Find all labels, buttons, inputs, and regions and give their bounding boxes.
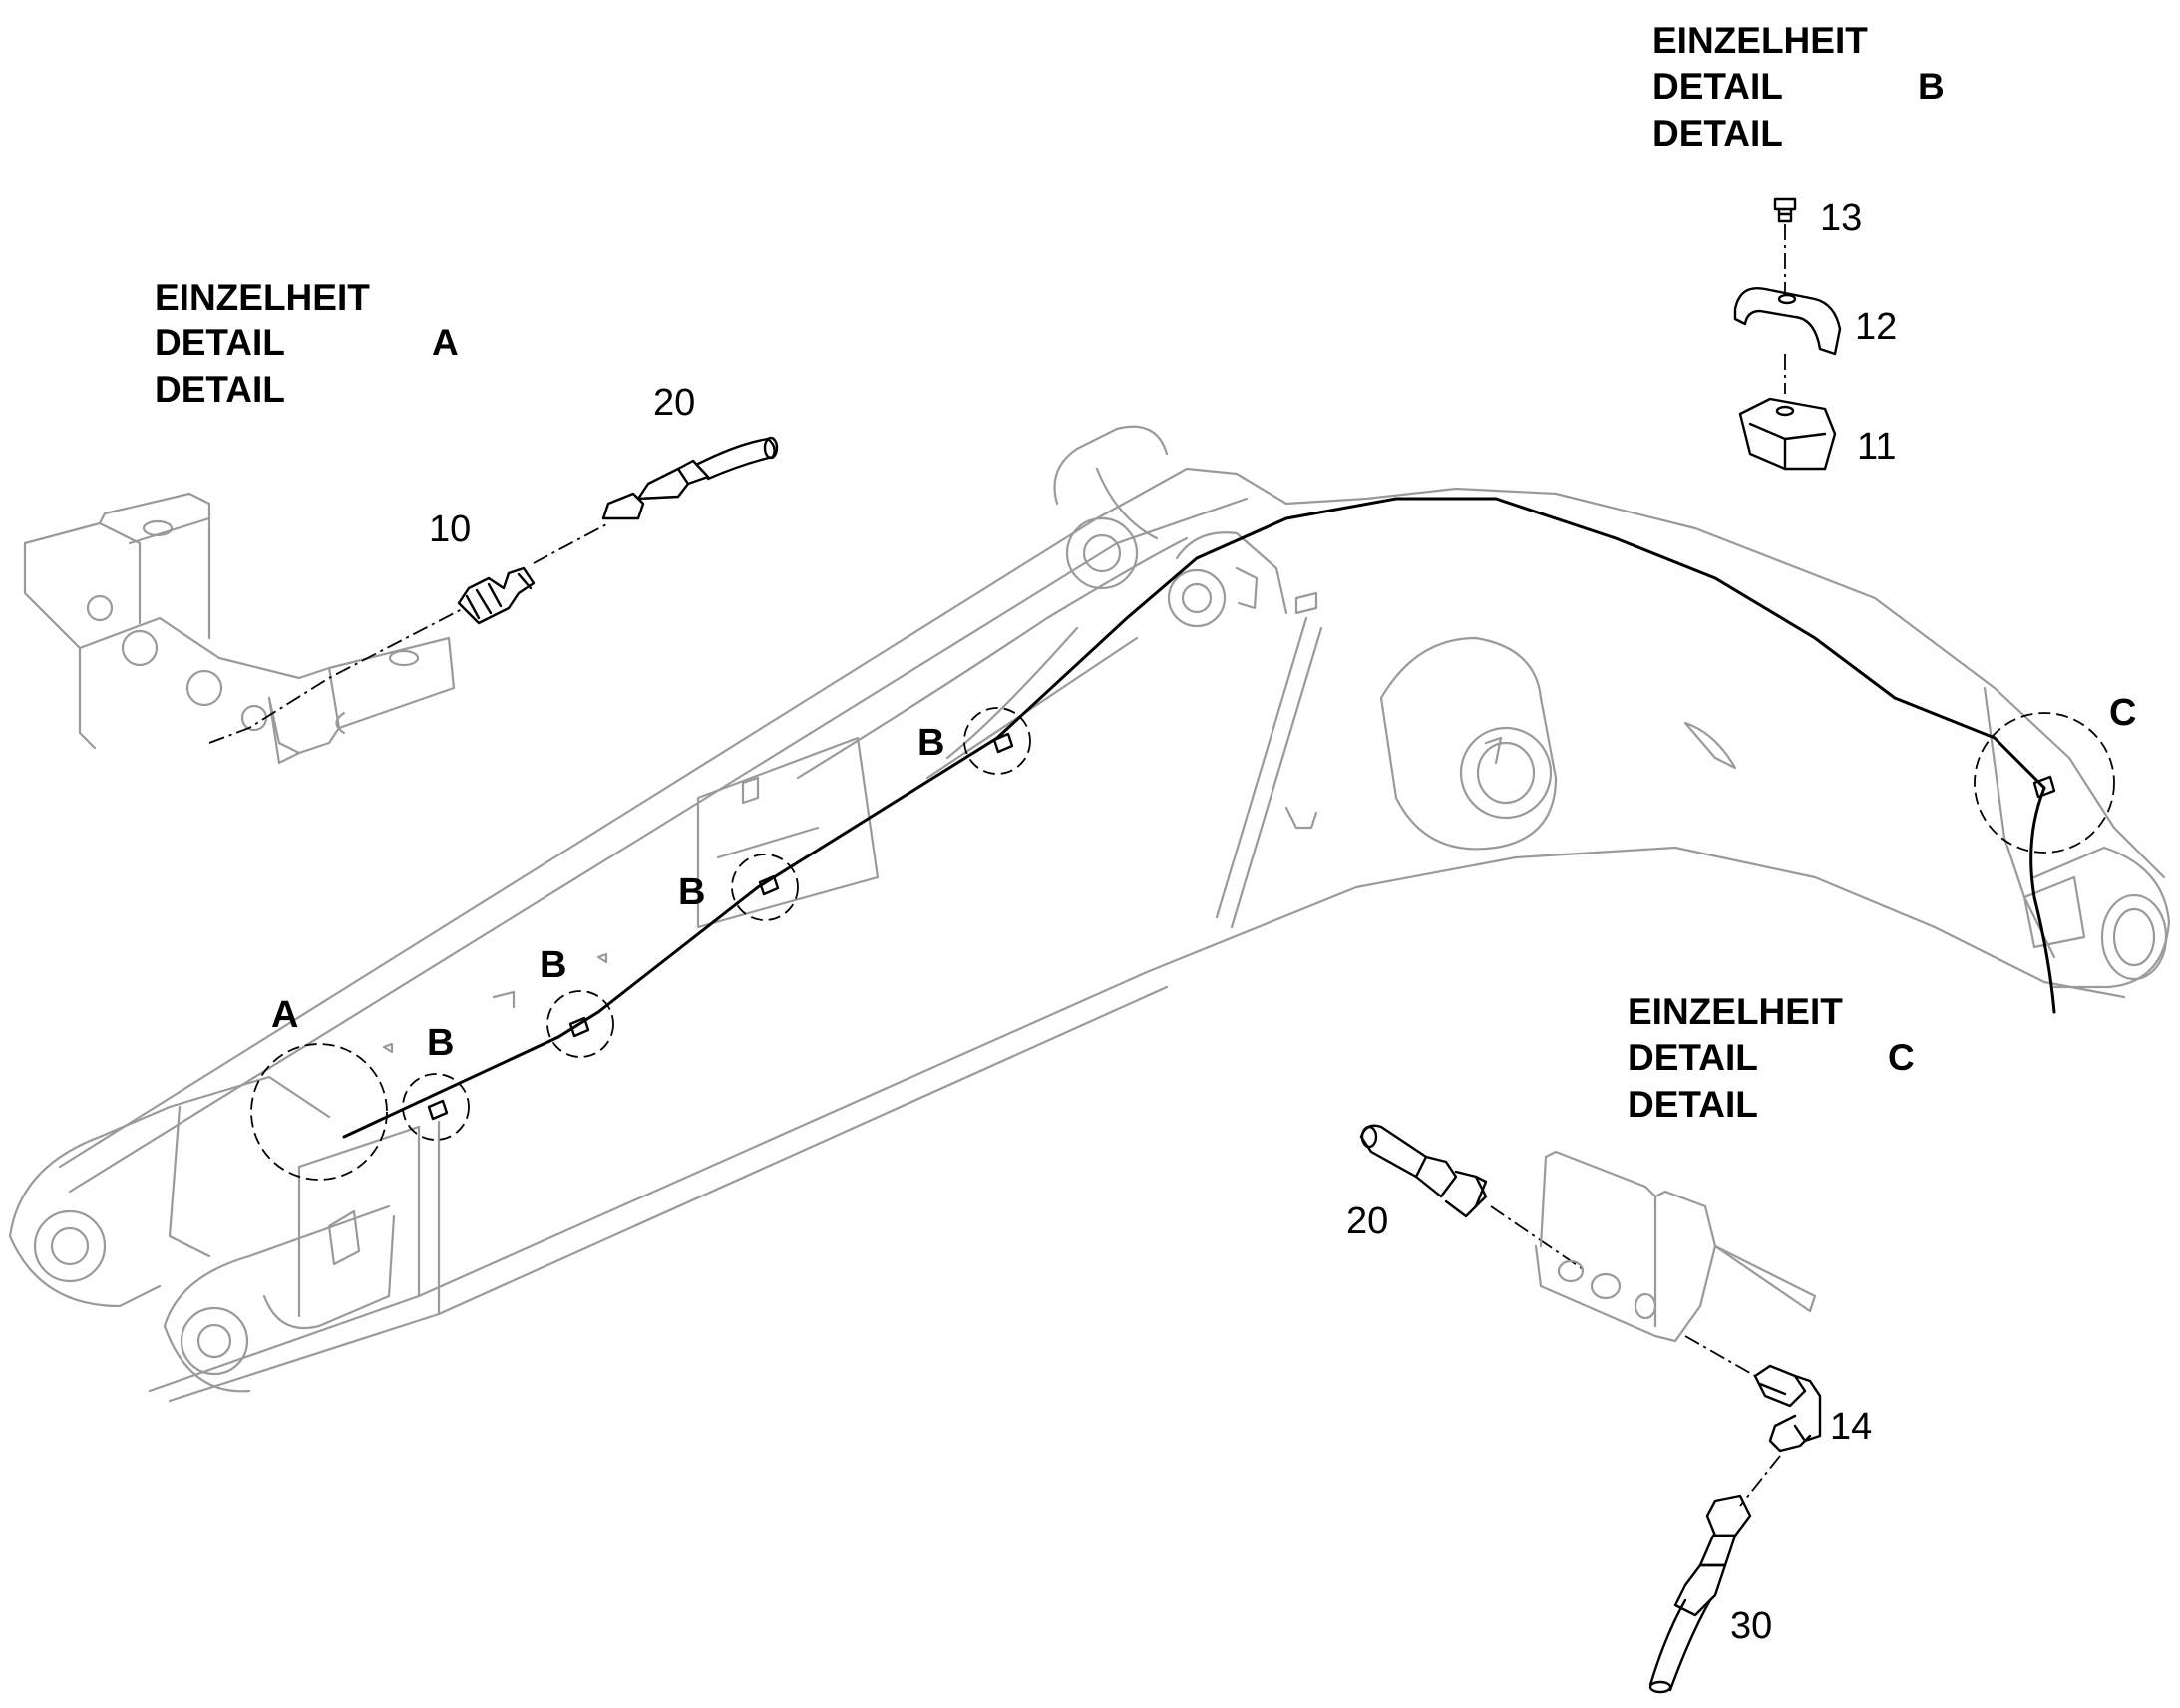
detail-b-view: [1733, 197, 1842, 471]
detail-b-header-line2: DETAIL: [1652, 66, 1783, 107]
part-number-20-c: 20: [1346, 1200, 1388, 1242]
callout-b2: B: [540, 944, 566, 986]
part-number-13: 13: [1820, 197, 1862, 239]
detail-a-header-letter: A: [432, 322, 459, 363]
detail-c-header-line2: DETAIL: [1628, 1037, 1758, 1078]
detail-circle-b1: [402, 1073, 470, 1141]
part-number-30: 30: [1730, 1605, 1772, 1647]
detail-a-header-line2: DETAIL: [155, 322, 285, 363]
callout-c: C: [2109, 692, 2136, 734]
detail-b-header-line3: DETAIL: [1652, 113, 1783, 154]
part-number-12: 12: [1855, 306, 1897, 348]
callout-b4: B: [917, 722, 944, 764]
detail-circle-b4: [963, 707, 1031, 775]
detail-b-header-letter: B: [1918, 66, 1945, 107]
detail-c-header-letter: C: [1888, 1037, 1915, 1078]
detail-c-view: [1359, 1124, 1822, 1694]
part-number-11: 11: [1857, 426, 1896, 468]
detail-a-header-line1: EINZELHEIT: [155, 277, 370, 318]
part-number-14: 14: [1830, 1406, 1872, 1448]
callout-a: A: [271, 994, 298, 1036]
detail-c-header-line1: EINZELHEIT: [1628, 991, 1843, 1032]
callout-b3: B: [678, 871, 705, 913]
detail-circle-a: [250, 1043, 388, 1181]
boom: [8, 425, 2171, 1403]
detail-c-header-line3: DETAIL: [1628, 1084, 1758, 1125]
detail-a-header-line3: DETAIL: [155, 369, 285, 410]
detail-circle-b3: [731, 854, 799, 921]
hose-route: [342, 497, 2056, 1139]
callout-b1: B: [427, 1022, 454, 1064]
detail-circle-b2: [546, 990, 614, 1058]
detail-b-header-line1: EINZELHEIT: [1652, 20, 1868, 61]
detail-a-view: [23, 436, 779, 765]
detail-circle-c: [1974, 712, 2115, 854]
part-number-10: 10: [429, 509, 471, 550]
part-number-20-a: 20: [653, 382, 695, 424]
